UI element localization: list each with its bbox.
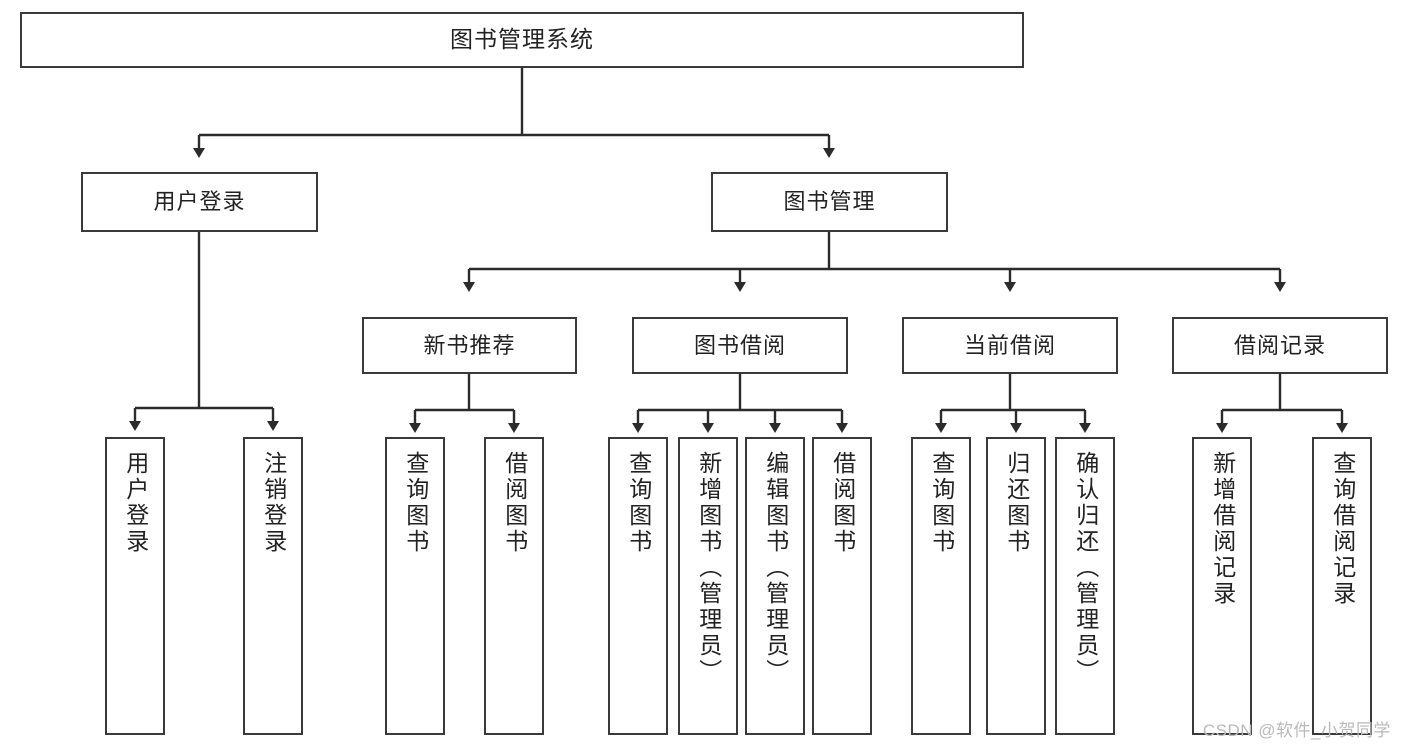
node-user-login[interactable]: 用户登录 (81, 172, 318, 232)
node-leaf-user-login[interactable]: 用户登录 (105, 437, 165, 735)
node-leaf-query-book-2[interactable]: 查询图书 (608, 437, 668, 735)
node-leaf-add-record[interactable]: 新增借阅记录 (1192, 437, 1252, 735)
node-book-borrow[interactable]: 图书借阅 (632, 317, 848, 374)
node-label: 新增借阅记录 (1209, 451, 1236, 607)
node-label: 用户登录 (122, 451, 149, 555)
node-label: 新增图书（管理员） (695, 451, 722, 685)
node-leaf-borrow-book-1[interactable]: 借阅图书 (484, 437, 544, 735)
node-label: 查询借阅记录 (1329, 451, 1356, 607)
node-label: 图书管理系统 (450, 26, 594, 53)
node-label: 新书推荐 (423, 332, 516, 358)
node-label: 编辑图书（管理员） (762, 451, 789, 685)
node-leaf-query-record[interactable]: 查询借阅记录 (1312, 437, 1372, 735)
node-label: 确认归还（管理员） (1072, 451, 1099, 685)
node-label: 借阅图书 (501, 451, 528, 555)
node-leaf-confirm-return[interactable]: 确认归还（管理员） (1055, 437, 1115, 735)
node-label: 查询图书 (928, 451, 955, 555)
node-label: 查询图书 (402, 451, 429, 555)
node-leaf-edit-book[interactable]: 编辑图书（管理员） (745, 437, 805, 735)
node-new-book-recommend[interactable]: 新书推荐 (362, 317, 577, 374)
node-current-borrow[interactable]: 当前借阅 (902, 317, 1118, 374)
node-leaf-return-book[interactable]: 归还图书 (986, 437, 1046, 735)
node-label: 图书借阅 (693, 332, 786, 358)
node-leaf-query-book-3[interactable]: 查询图书 (911, 437, 971, 735)
node-leaf-borrow-book-2[interactable]: 借阅图书 (812, 437, 872, 735)
node-label: 当前借阅 (963, 332, 1056, 358)
node-label: 图书管理 (783, 189, 876, 215)
node-label: 借阅图书 (829, 451, 856, 555)
node-label: 注销登录 (260, 451, 287, 555)
node-label: 借阅记录 (1233, 332, 1326, 358)
node-leaf-query-book-1[interactable]: 查询图书 (385, 437, 445, 735)
node-label: 用户登录 (153, 189, 246, 215)
node-leaf-add-book[interactable]: 新增图书（管理员） (678, 437, 738, 735)
node-borrow-record[interactable]: 借阅记录 (1172, 317, 1388, 374)
node-label: 归还图书 (1003, 451, 1030, 555)
node-root-title[interactable]: 图书管理系统 (20, 12, 1024, 68)
node-leaf-user-logout[interactable]: 注销登录 (243, 437, 303, 735)
node-label: 查询图书 (625, 451, 652, 555)
watermark: CSDN @软件_小贺同学 (1202, 721, 1391, 740)
node-book-manage[interactable]: 图书管理 (711, 172, 948, 232)
